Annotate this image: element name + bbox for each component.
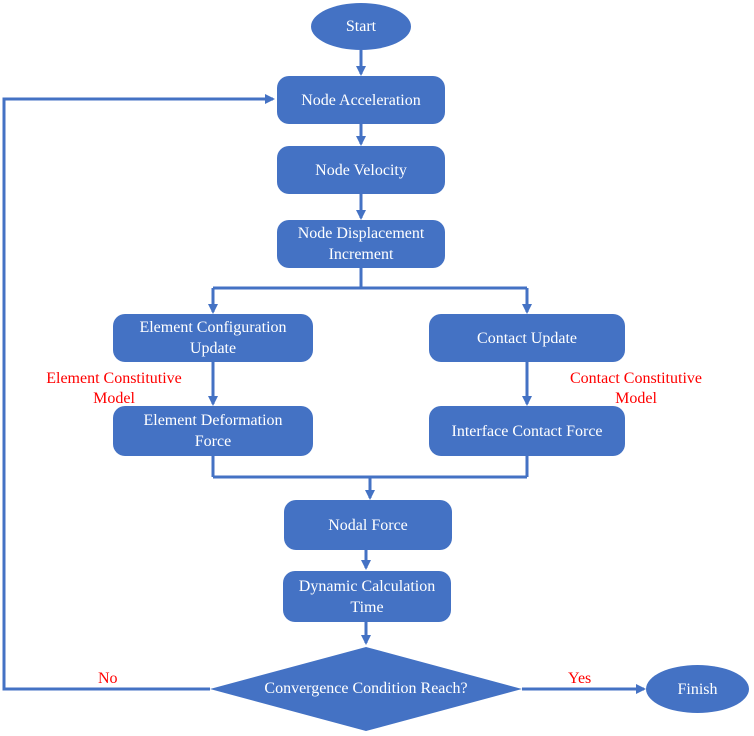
node-acceleration: Node Acceleration <box>277 76 445 124</box>
dynamic-time-label: Dynamic Calculation Time <box>298 577 436 616</box>
convergence-label: Convergence Condition Reach? <box>264 680 468 697</box>
start-node: Start <box>311 3 411 50</box>
node-displacement-label: Node Displacement Increment <box>297 225 425 263</box>
finish-node: Finish <box>646 665 749 713</box>
finish-label: Finish <box>677 680 718 698</box>
contact-force-label: Interface Contact Force <box>451 422 603 440</box>
node-velocity-label: Node Velocity <box>315 161 407 179</box>
element-config-update: Element Configuration Update <box>113 314 313 362</box>
arrow-no-loop <box>2 94 275 691</box>
convergence-diamond <box>210 647 522 731</box>
element-force-label: Element Deformation Force <box>143 412 283 450</box>
node-displacement: Node Displacement Increment <box>277 220 445 268</box>
element-config-label: Element Configuration Update <box>139 319 287 357</box>
start-label: Start <box>345 18 377 35</box>
edge-label-no: No <box>98 670 118 687</box>
interface-contact-force: Interface Contact Force <box>429 406 625 456</box>
dynamic-calculation-time: Dynamic Calculation Time <box>283 571 451 622</box>
node-acceleration-label: Node Acceleration <box>301 91 421 109</box>
contact-constitutive-model: Contact Constitutive Model <box>570 370 702 407</box>
element-constitutive-model: Element Constitutive Model <box>46 370 182 407</box>
nodal-force-label: Nodal Force <box>328 516 408 534</box>
contact-update: Contact Update <box>429 314 625 362</box>
nodal-force: Nodal Force <box>284 500 452 550</box>
contact-update-label: Contact Update <box>477 329 577 347</box>
element-deformation-force: Element Deformation Force <box>113 406 313 456</box>
node-velocity: Node Velocity <box>277 146 445 194</box>
edge-label-yes: Yes <box>568 670 592 687</box>
